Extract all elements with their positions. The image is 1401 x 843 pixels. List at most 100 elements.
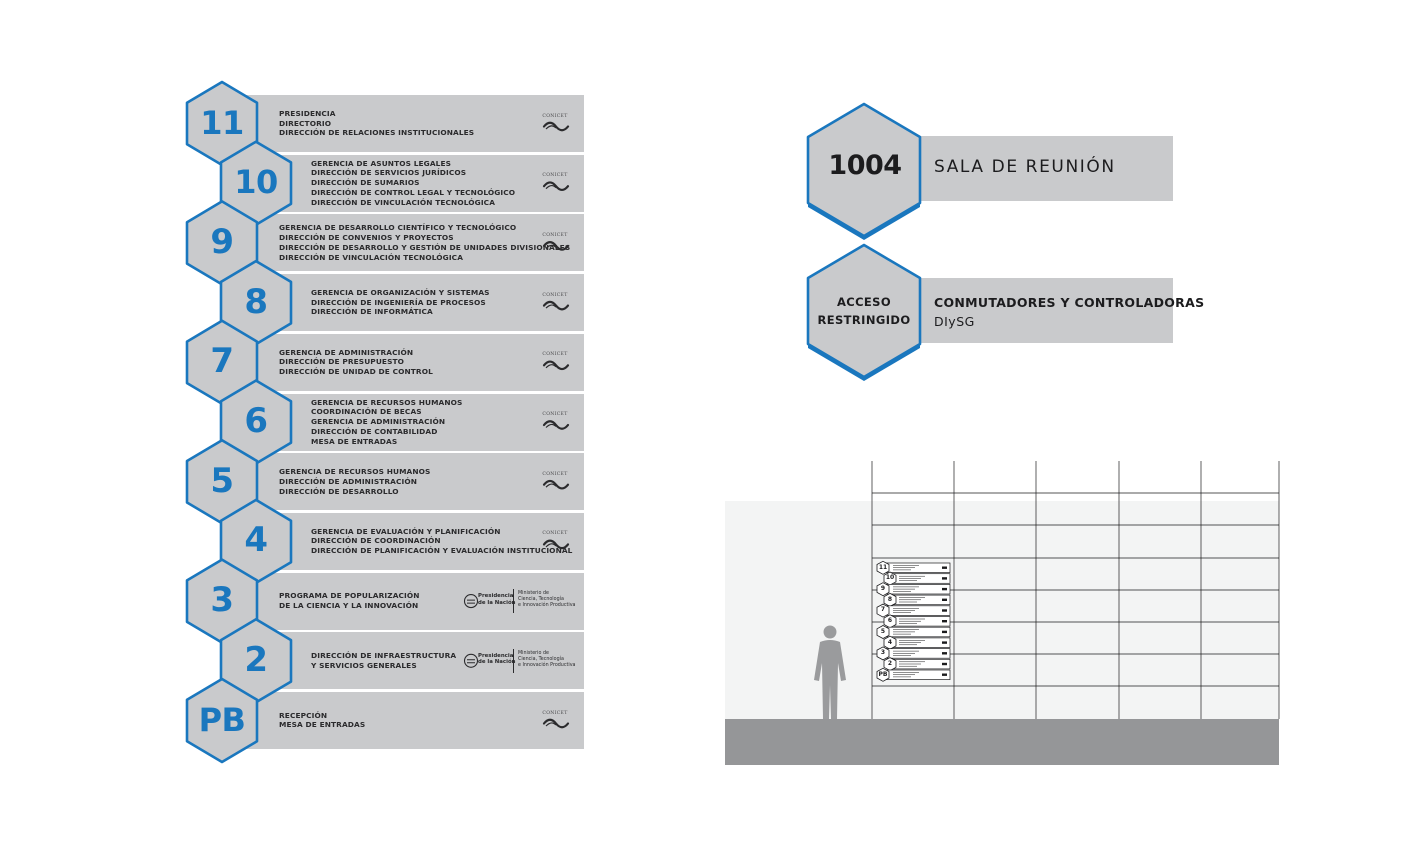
floor-line: MESA DE ENTRADAS: [311, 436, 398, 446]
conicet-mark-icon: [542, 539, 570, 550]
conicet-logo-10: CONICET: [540, 173, 570, 195]
gov-logo-right-line: e Innovación Productiva: [518, 603, 576, 609]
directory-panel-9: [240, 214, 584, 272]
floor-line: GERENCIA DE ORGANIZACIÓN Y SISTEMAS: [311, 287, 490, 297]
person-body: [814, 640, 846, 719]
person-silhouette: [814, 625, 846, 719]
floor-line: GERENCIA DE ADMINISTRACIÓN: [279, 347, 414, 357]
mini-floor-number-2: 2: [887, 659, 893, 667]
floor-number-2: 2: [244, 639, 268, 680]
mini-floor-number-3: 3: [880, 649, 886, 657]
room-sign-number: 1004: [828, 150, 902, 181]
restricted-sign-subtitle: DIySG: [934, 314, 975, 329]
mini-logo-mark: [942, 662, 947, 666]
floor-line: DIRECCIÓN DE SUMARIOS: [311, 178, 420, 188]
mini-logo-mark: [942, 566, 947, 569]
floor-line: DIRECCIÓN DE PRESUPUESTO: [279, 357, 405, 367]
conicet-logo-9: CONICET: [540, 233, 570, 255]
mini-floor-number-6: 6: [887, 617, 893, 625]
floor-line: PRESIDENCIA: [279, 108, 336, 118]
floor-line: DIRECCIÓN DE DESARROLLO: [279, 486, 399, 496]
mini-logo-mark: [942, 609, 947, 612]
floor-line: DE LA CIENCIA Y LA INNOVACIÓN: [279, 601, 419, 611]
floor-line: DIRECCIÓN DE CONVENIOS Y PROYECTOS: [279, 233, 454, 243]
restricted-sign-band: [915, 278, 1173, 343]
conicet-mark-icon: [542, 360, 570, 371]
conicet-logo-4: CONICET: [540, 531, 570, 553]
conicet-logo-text: CONICET: [542, 232, 568, 238]
floor-line: DIRECCIÓN DE VINCULACIÓN TECNOLÓGICA: [311, 197, 496, 207]
mini-directory-sign: [876, 560, 951, 682]
conicet-logo-text: CONICET: [542, 292, 568, 298]
floor-line: GERENCIA DE RECURSOS HUMANOS: [311, 397, 463, 407]
conicet-mark-stroke-icon: [545, 125, 557, 130]
floor-line: GERENCIA DE RECURSOS HUMANOS: [279, 467, 431, 476]
floor-number-5: 5: [210, 460, 234, 501]
directory-panel-7: [240, 333, 584, 391]
gov-logo-separator: [513, 648, 514, 673]
national-emblem-icon: [463, 594, 479, 609]
mini-hexagon: [876, 582, 890, 597]
conicet-logo-8: CONICET: [540, 293, 570, 315]
mini-logo-mark: [942, 577, 947, 580]
mini-logo-mark: [942, 673, 947, 676]
mini-hexagon: [876, 667, 890, 682]
conicet-logo-5: CONICET: [540, 472, 570, 494]
mini-floor-number-10: 10: [885, 574, 895, 582]
floor-number-7: 7: [210, 341, 234, 382]
gov-logo-left-line: Presidencia: [478, 593, 514, 600]
conicet-mark-icon: [542, 181, 570, 192]
restricted-sign-line-2: RESTRINGIDO: [817, 313, 911, 327]
floor-line: DIRECCIÓN DE UNIDAD DE CONTROL: [279, 367, 433, 377]
gov-logo-separator: [513, 589, 514, 614]
floor-line: DIRECCIÓN DE COORDINACIÓN: [311, 536, 441, 546]
conicet-mark-stroke-icon: [545, 543, 557, 548]
conicet-mark-icon: [542, 241, 570, 251]
floor-line: GERENCIA DE ADMINISTRACIÓN: [311, 417, 446, 427]
conicet-logo-text: CONICET: [542, 531, 568, 537]
mini-floor-number-PB: PB: [878, 670, 888, 678]
mini-floor-number-7: 7: [880, 606, 886, 614]
conicet-mark-stroke-icon: [545, 423, 557, 428]
mini-floor-number-4: 4: [887, 638, 893, 646]
gov-logo-right-line: Ciencia, Tecnología: [518, 656, 564, 662]
national-emblem-stripes-icon: [467, 659, 475, 664]
conicet-logo-6: CONICET: [540, 412, 570, 434]
gov-logo-right-line: Ciencia, Tecnología: [518, 597, 564, 603]
floor-number-9: 9: [210, 221, 234, 262]
conicet-mark-icon: [542, 300, 570, 311]
wall-surface: [725, 501, 1279, 719]
restricted-sign-title: CONMUTADORES Y CONTROLADORAS: [934, 295, 1205, 310]
national-emblem-icon: [463, 653, 479, 668]
conicet-mark-icon: [542, 121, 570, 132]
floor-line: DIRECCIÓN DE CONTABILIDAD: [311, 426, 438, 436]
room-sign-band: [915, 136, 1173, 201]
conicet-mark-icon: [542, 718, 570, 729]
directory-panel-10: [270, 154, 584, 212]
floor-lines-5: GERENCIA DE RECURSOS HUMANOS DIRECCIÓN DE…: [279, 467, 430, 496]
gov-logo-right-line: Ministerio de: [518, 650, 549, 656]
room-sign-hexagon: [806, 102, 922, 238]
mini-floor-number-9: 9: [880, 585, 886, 592]
directory-panel-PB: [240, 692, 584, 749]
floor-line: DIRECCIÓN DE SERVICIOS JURÍDICOS: [311, 168, 467, 178]
floor-number-PB: PB: [198, 700, 246, 739]
conicet-logo-text: CONICET: [542, 113, 568, 119]
floor-lines-9: GERENCIA DE DESARROLLO CIENTÍFICO Y TECN…: [279, 223, 570, 262]
mini-logo-mark: [942, 652, 947, 655]
floor-line: DIRECCIÓN DE INGENIERÍA DE PROCESOS: [311, 297, 486, 307]
directory-panel-3: [240, 572, 584, 630]
gov-logo-left-line: de la Nación: [478, 599, 516, 606]
conicet-mark-stroke-icon: [545, 244, 557, 249]
